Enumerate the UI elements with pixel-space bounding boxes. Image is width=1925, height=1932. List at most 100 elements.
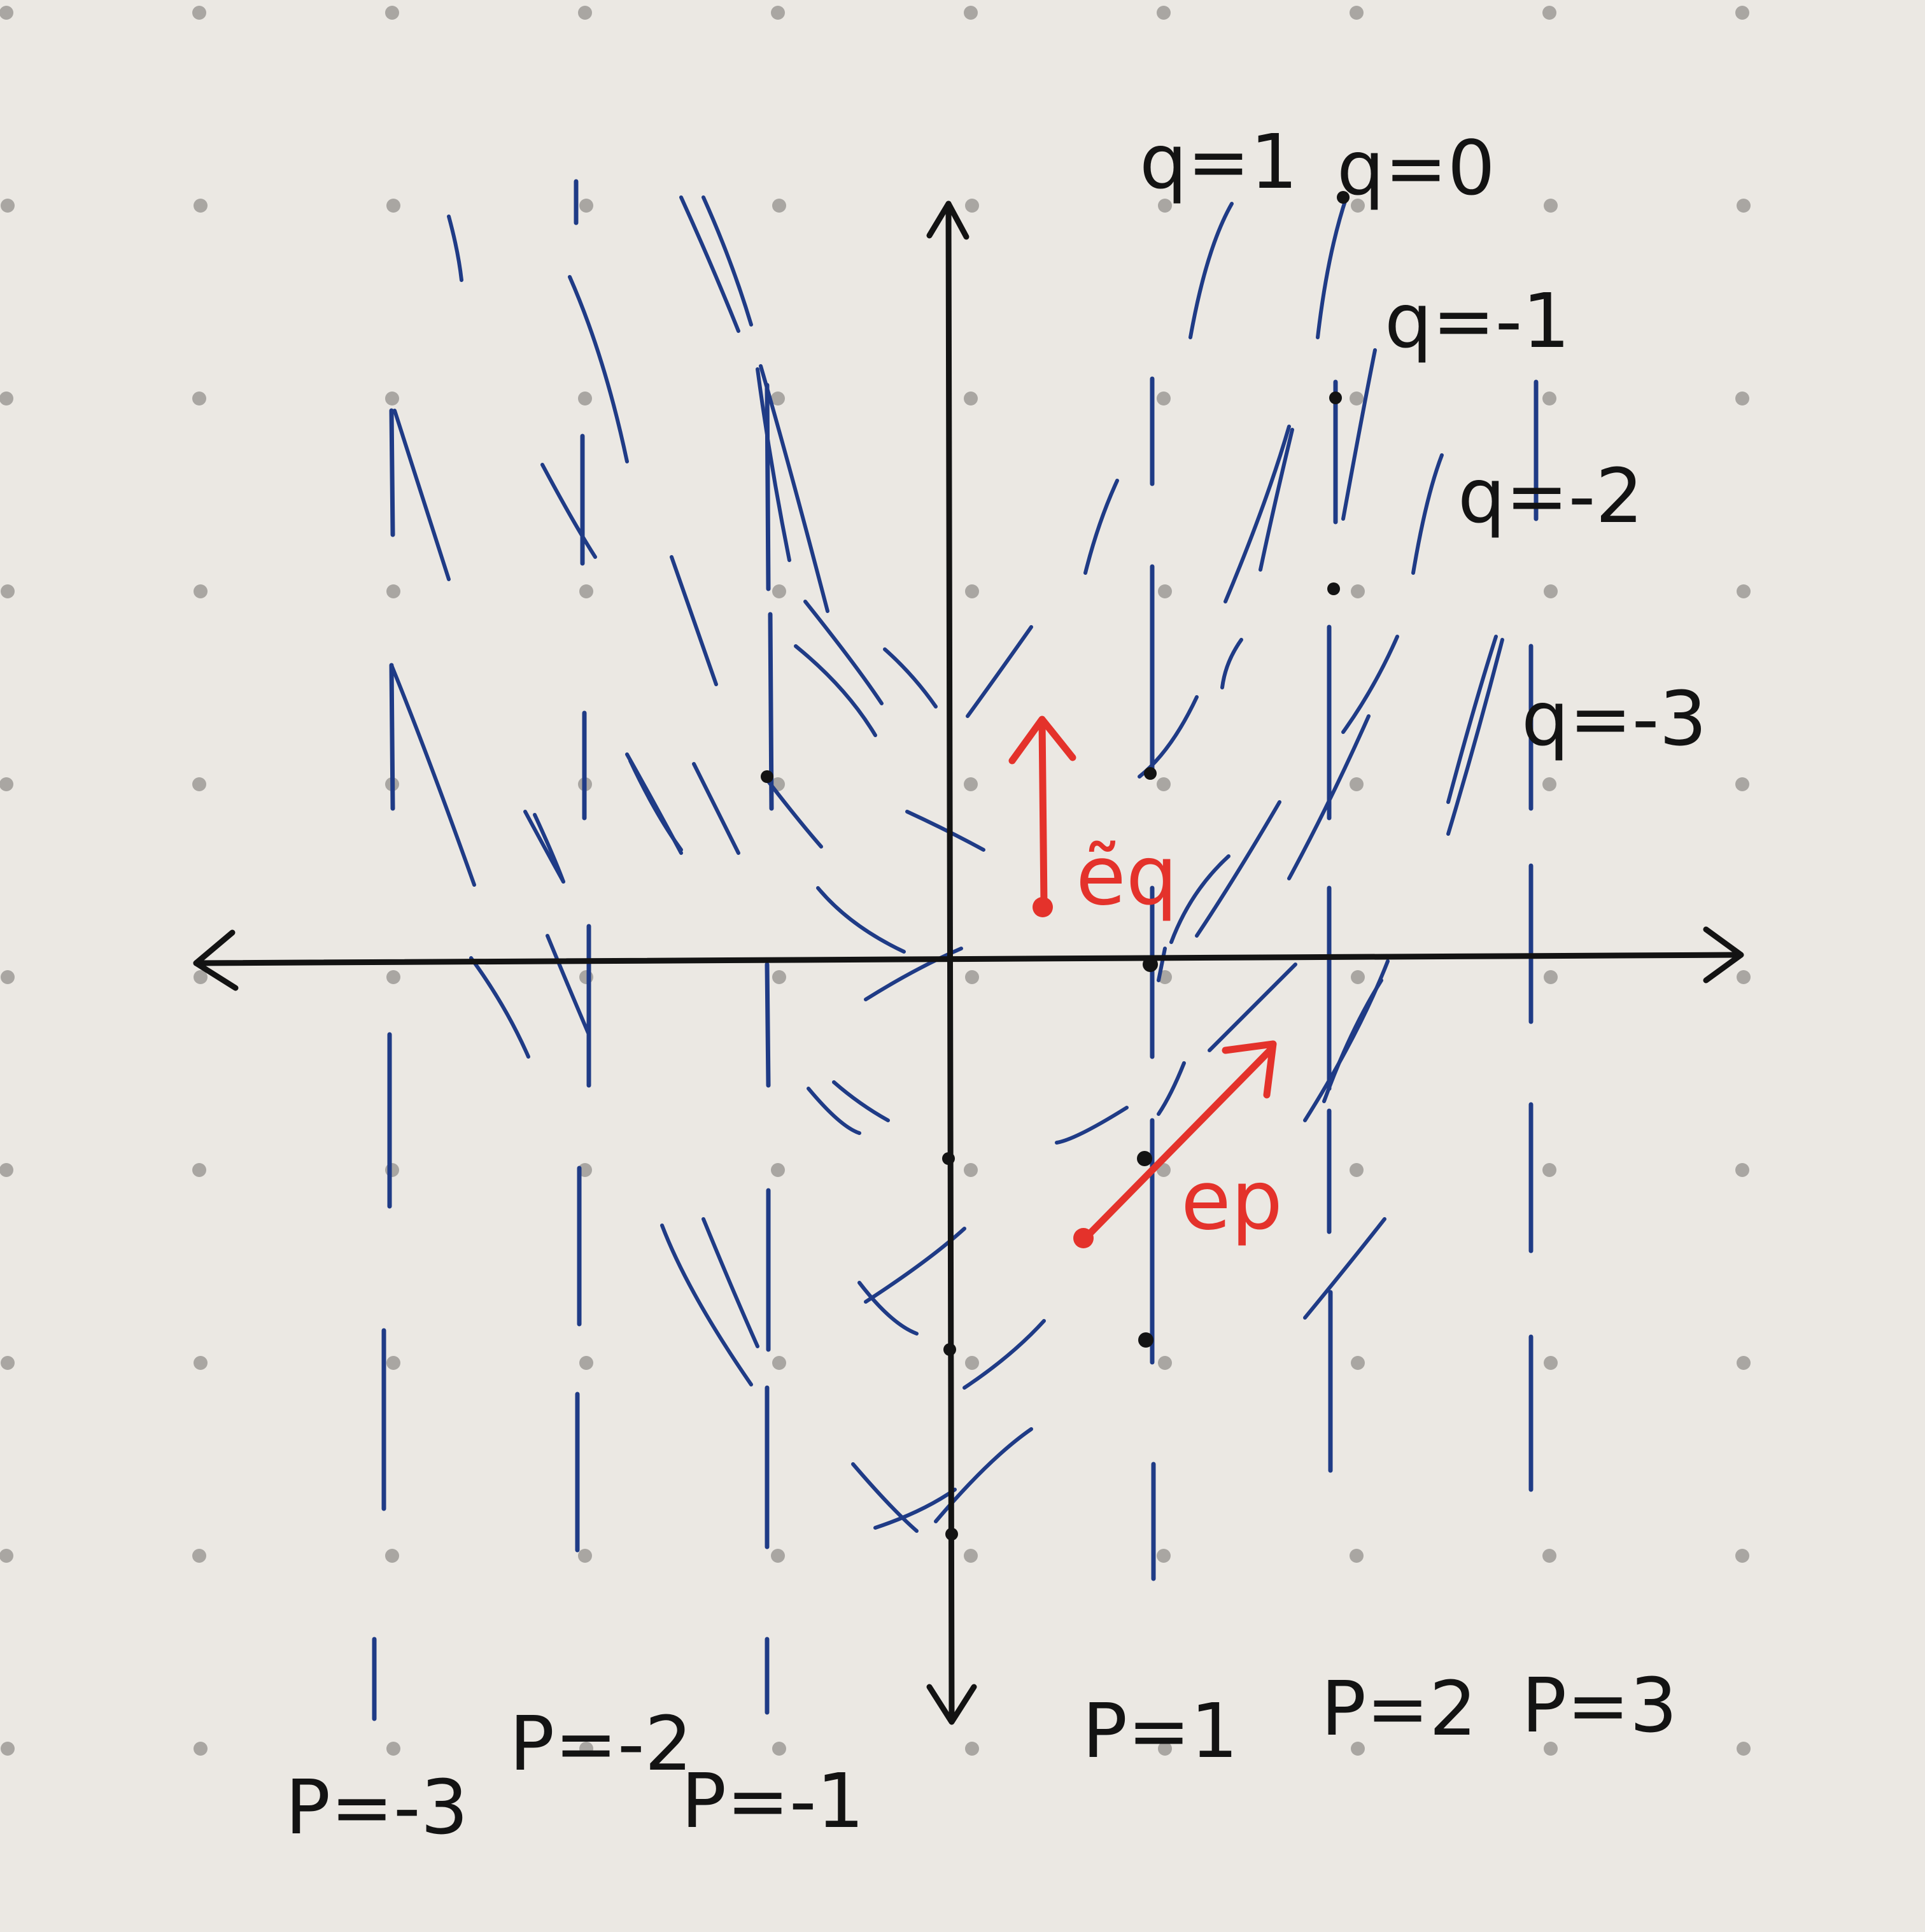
grid-dot (1351, 199, 1365, 213)
grid-dot (1157, 391, 1171, 405)
grid-dot (1350, 391, 1364, 405)
grid-dot (1737, 1356, 1751, 1370)
grid-dot (964, 777, 978, 791)
grid-dot (1, 584, 15, 598)
point-marker (1327, 582, 1340, 595)
grid-dot (1542, 1163, 1556, 1177)
grid-dot (579, 970, 593, 984)
point-marker (1138, 1332, 1153, 1348)
p-line-minus-3 (372, 408, 395, 1721)
grid-dot (1542, 777, 1556, 791)
grid-dot (964, 1163, 978, 1177)
point-marker (1144, 767, 1157, 780)
p-label-2: P=2 (1321, 1665, 1477, 1752)
point-marker (945, 1528, 958, 1541)
grid-dot (192, 1163, 206, 1177)
q-curves (390, 195, 1504, 1533)
axes (193, 201, 1744, 1725)
p-label-minus-1: P=-1 (681, 1757, 864, 1845)
grid-dot (386, 1356, 400, 1370)
grid-dot (1737, 1742, 1751, 1756)
e-p-label: ep (1181, 1153, 1283, 1248)
grid-dot (0, 391, 13, 405)
grid-dot (1158, 1742, 1172, 1756)
grid-dot (192, 777, 206, 791)
grid-dot (1737, 584, 1751, 598)
point-marker (1137, 1151, 1152, 1166)
q-label-minus-2: q=-2 (1458, 452, 1643, 540)
e-q-vector (1008, 716, 1076, 917)
grid-dot (1351, 970, 1365, 984)
grid-dot (579, 199, 593, 213)
q-label-0: q=0 (1337, 124, 1495, 212)
p-line-1 (1150, 376, 1156, 1581)
marked-points (761, 191, 1350, 1541)
grid-dot (772, 199, 786, 213)
grid-dot (1157, 6, 1171, 20)
grid-dot (385, 1549, 399, 1563)
grid-dot (386, 1742, 400, 1756)
e-p-arrowhead (1222, 1040, 1277, 1099)
q-labels: q=1 q=0 q=-1 q=-2 q=-3 (1139, 118, 1707, 763)
grid-dot (192, 391, 206, 405)
grid-dot (772, 1742, 786, 1756)
point-marker (1329, 391, 1342, 404)
point-marker (761, 770, 773, 783)
grid-dot (965, 1742, 979, 1756)
x-axis-right-arrowhead (1703, 926, 1744, 984)
grid-dot (1737, 970, 1751, 984)
y-axis-bottom-arrowhead (926, 1684, 977, 1725)
grid-dot (1735, 1549, 1749, 1563)
grid-dot (1351, 1356, 1365, 1370)
grid-dot (1350, 1549, 1364, 1563)
grid-dot (578, 1549, 592, 1563)
q-curve-minus-2 (546, 453, 1498, 1386)
grid-dot (1737, 199, 1751, 213)
grid-dot (385, 1163, 399, 1177)
grid-dot (1158, 199, 1172, 213)
grid-dot (1351, 584, 1365, 598)
grid-dot (0, 1549, 13, 1563)
grid-dot (0, 777, 13, 791)
grid-dot (772, 584, 786, 598)
basis-vectors (1008, 716, 1277, 1248)
grid-dot (1735, 1163, 1749, 1177)
e-p-vector (1073, 1040, 1277, 1248)
q-curves-left (390, 195, 877, 887)
grid-dot (1350, 1163, 1364, 1177)
grid-dot (1, 1356, 15, 1370)
q-label-1: q=1 (1139, 118, 1298, 206)
grid-dot (1350, 6, 1364, 20)
grid-dot (579, 1742, 593, 1756)
p-label-3: P=3 (1521, 1661, 1677, 1749)
y-axis-top-arrowhead (926, 201, 970, 240)
grid-dot (1158, 1356, 1172, 1370)
grid-dot (771, 1163, 785, 1177)
grid-dot (1, 199, 15, 213)
grid-dot (1544, 584, 1558, 598)
y-axis (945, 201, 955, 1722)
grid-dot (194, 1742, 208, 1756)
grid-dot (194, 199, 208, 213)
grid-dot (771, 1549, 785, 1563)
grid-dot (1544, 1356, 1558, 1370)
grid-dot (965, 970, 979, 984)
p-labels: P=-3 P=-2 P=-1 P=1 P=2 P=3 (285, 1661, 1677, 1851)
q-label-minus-1: q=-1 (1385, 277, 1570, 365)
grid-dot (194, 584, 208, 598)
grid-dot (1544, 199, 1558, 213)
grid-dot (578, 6, 592, 20)
p-label-minus-2: P=-2 (509, 1700, 693, 1787)
grid-dot (1157, 1549, 1171, 1563)
grid-dot (386, 199, 400, 213)
p-lines (372, 179, 1539, 1721)
e-p-arrow-shaft (1078, 1047, 1274, 1245)
p-line-3 (1528, 379, 1539, 1492)
grid-dot (1735, 391, 1749, 405)
grid-dot (964, 1549, 978, 1563)
grid-dot (1542, 1549, 1556, 1563)
grid-dot (0, 6, 13, 20)
grid-dot (194, 970, 208, 984)
p-label-minus-3: P=-3 (285, 1763, 469, 1851)
grid-dot (1351, 1742, 1365, 1756)
